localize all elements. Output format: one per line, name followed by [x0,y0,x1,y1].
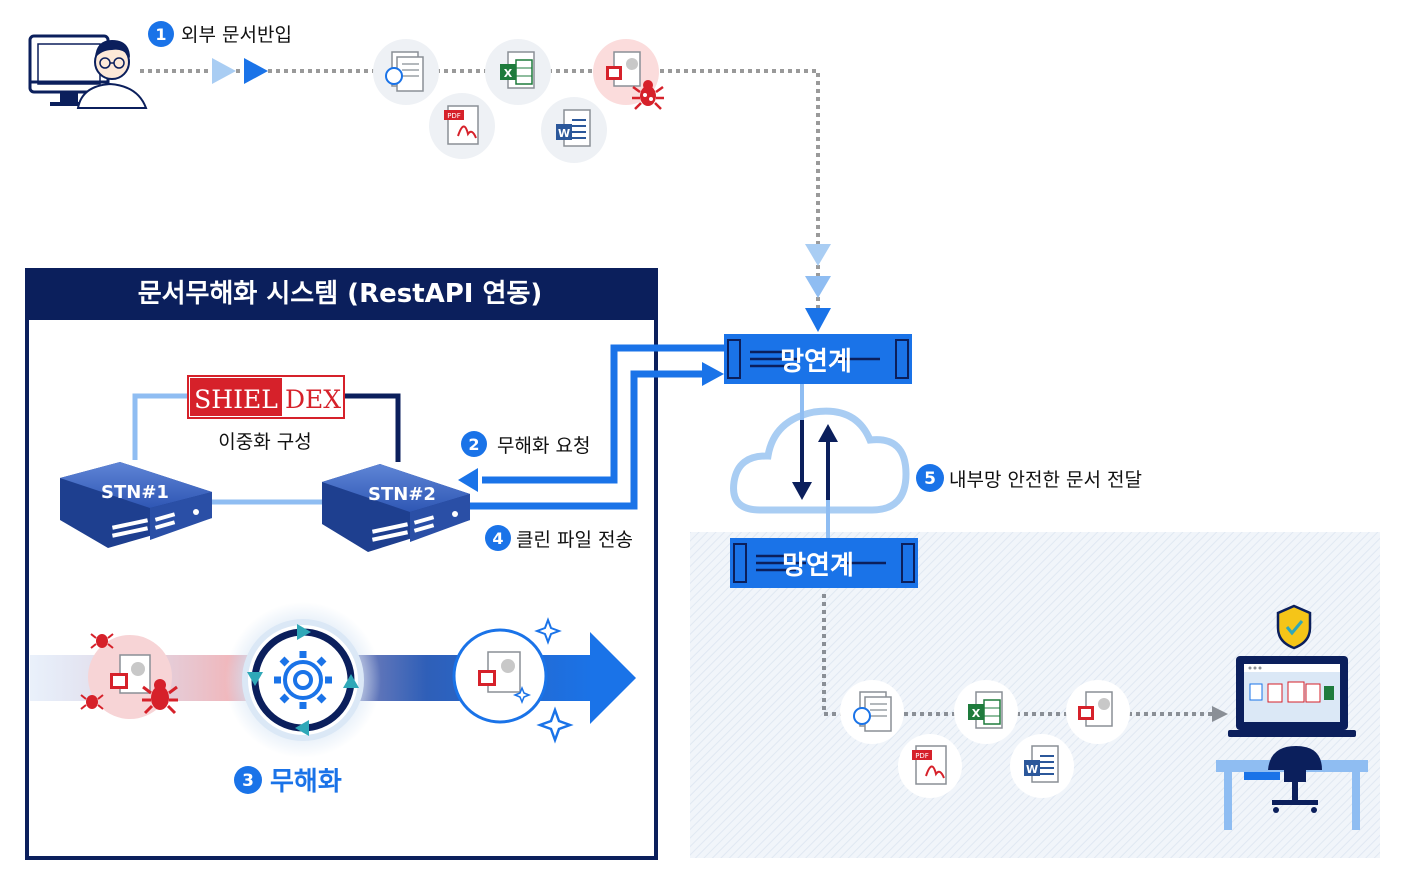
pdf-badge: PDF [447,112,461,120]
internal-desk [1216,746,1368,830]
step-5-number: 5 [924,469,936,489]
inbound-flow-line [140,58,831,332]
sanitize-gear-icon [225,602,381,758]
step-3-label: 3 무해화 [234,766,342,797]
gateway-bottom: 망연계 [730,538,918,588]
step-2-label: 2 무해화 요청 [461,431,590,457]
step-1-number: 1 [155,25,166,44]
pdf-file-icon: PDF [429,93,495,159]
step-4-text: 클린 파일 전송 [516,529,633,551]
excel-badge: X [972,707,981,720]
virus-bug-icon [80,694,104,710]
gateway-top-label: 망연계 [780,347,852,377]
shieldex-logo: SHIEL DEX [187,375,345,419]
server-stn2: STN#2 [322,464,470,552]
gateway-top: 망연계 [724,334,912,384]
step-4-number: 4 [492,529,503,548]
word-file-icon: W [1010,734,1074,798]
pdf-file-icon: PDF [898,734,962,798]
step-4-label: 4 클린 파일 전송 [485,525,633,551]
infected-ppt-file-icon [593,39,659,105]
hwp-file-icon [373,39,439,105]
secure-shield-icon [1276,604,1312,650]
logo-text-left: SHIEL [194,385,278,414]
redundancy-bracket [132,393,401,505]
server-stn1-label: STN#1 [101,482,169,503]
excel-file-icon: X [485,39,551,105]
word-badge: W [558,127,570,140]
step-3-text: 무해화 [270,767,342,797]
server-stn1: STN#1 [60,462,212,548]
step-5-text: 내부망 안전한 문서 전달 [949,469,1142,491]
clean-ppt-doc [452,628,548,724]
step-2-text: 무해화 요청 [497,435,590,457]
step-1-label: 1 외부 문서반입 [148,21,292,47]
system-box-title: 문서무해화 시스템 (RestAPI 연동) [138,279,543,309]
step-5-label: 5 내부망 안전한 문서 전달 [916,464,1142,492]
internal-laptop [1228,656,1356,737]
ppt-file-icon [1066,680,1130,744]
redundancy-label: 이중화 구성 [218,431,311,453]
virus-bug-icon [632,80,664,110]
step-2-number: 2 [468,435,479,454]
word-badge: W [1026,763,1038,776]
hwp-file-icon [840,680,904,744]
step-1-text: 외부 문서반입 [181,24,292,46]
server-stn2-label: STN#2 [368,484,436,505]
gateway-bottom-label: 망연계 [782,551,854,581]
gateway-down-arrow [792,380,812,500]
pdf-badge: PDF [915,752,929,760]
virus-bug-icon [142,679,178,715]
excel-badge: X [504,67,513,80]
sparkle-icon [512,617,574,744]
external-user [28,34,148,109]
sanitization-system-box: 문서무해화 시스템 (RestAPI 연동) [25,268,658,860]
virus-bug-icon [90,633,114,649]
cloud-icon [730,407,910,514]
excel-file-icon: X [954,680,1018,744]
word-file-icon: W [541,97,607,163]
logo-text-right: DEX [285,385,341,414]
step-3-number: 3 [242,771,254,791]
gateway-up-arrow [818,424,838,544]
clean-file-return-arrow [470,362,724,510]
sanitize-request-arrow [458,344,724,492]
